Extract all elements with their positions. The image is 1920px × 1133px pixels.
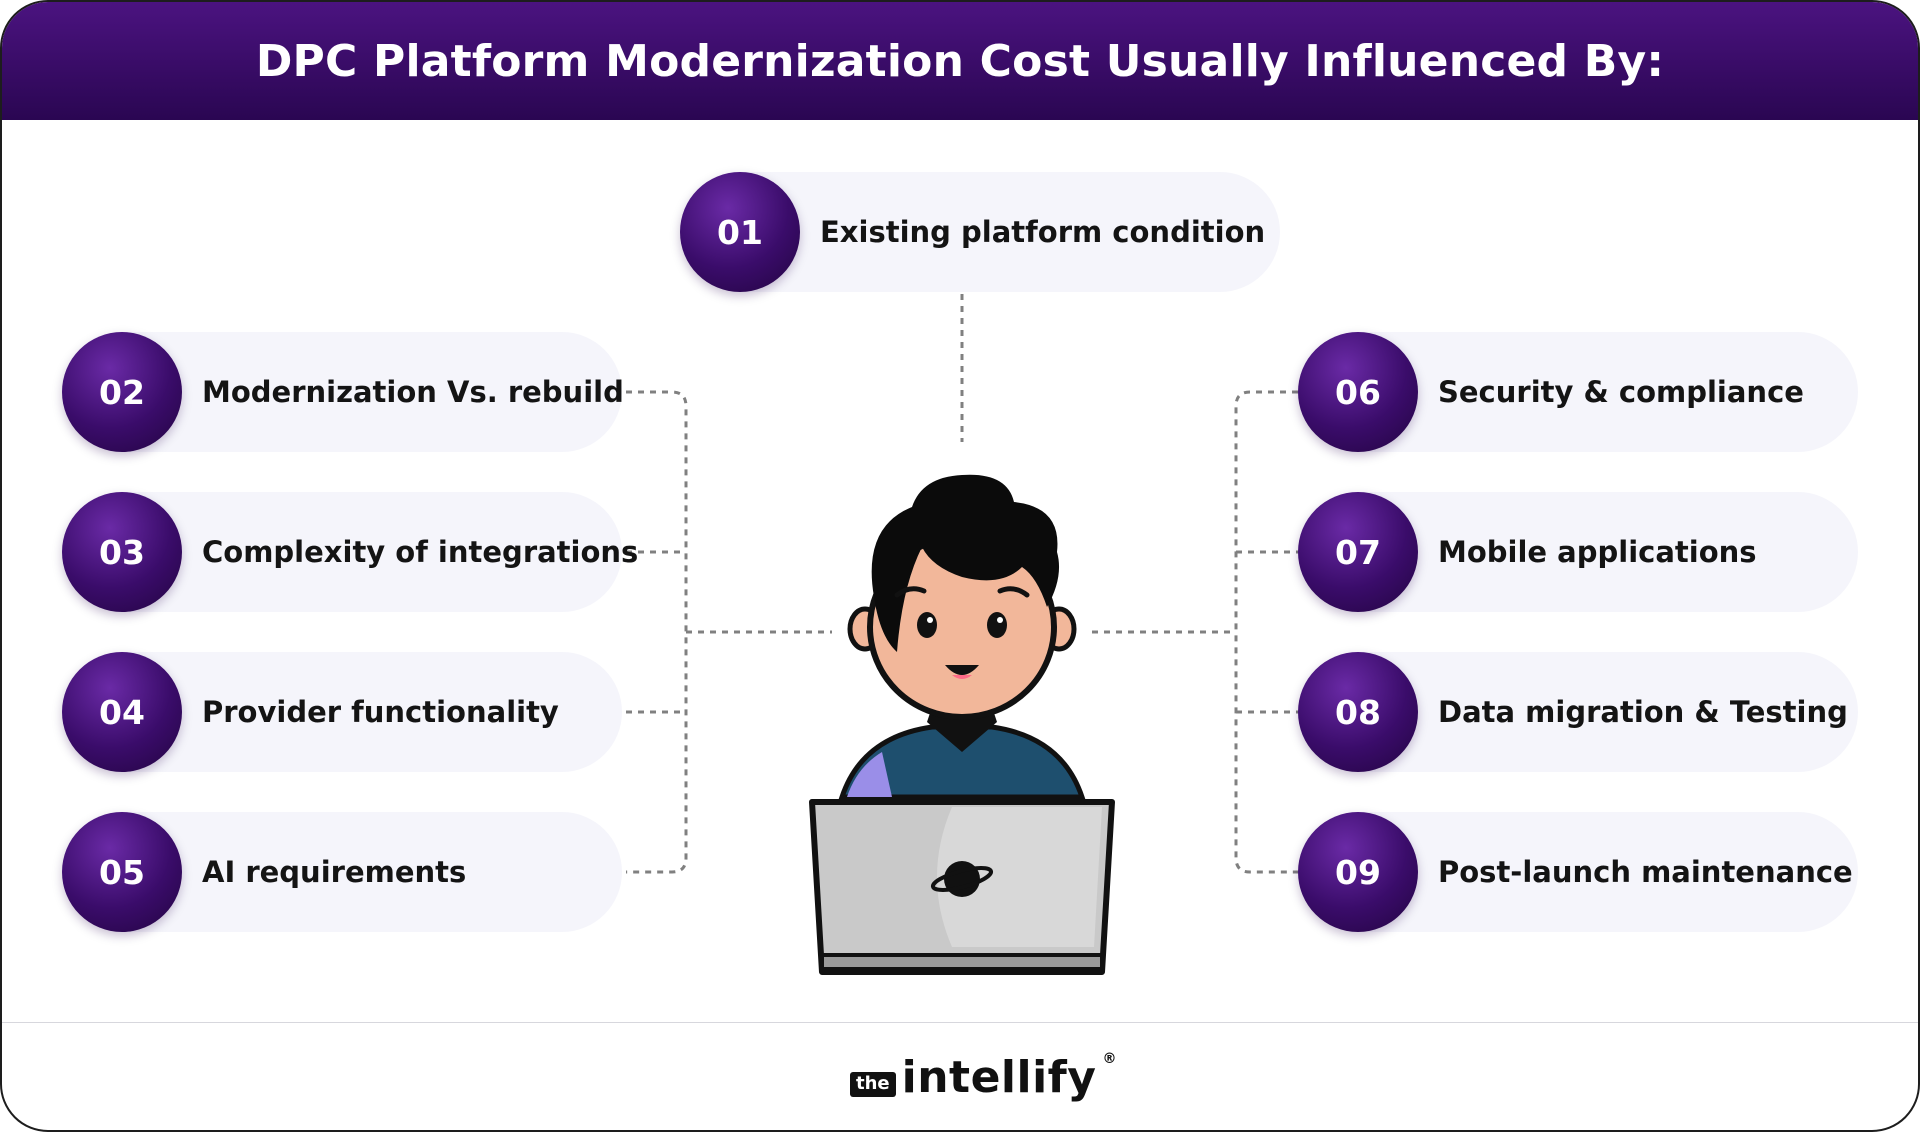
factor-label: Modernization Vs. rebuild [202,375,624,409]
factor-label: Data migration & Testing [1438,695,1848,729]
connector-left-bracket [626,390,688,874]
factor-item-02: 02 Modernization Vs. rebuild [62,332,624,452]
logo-wordmark: intellify [901,1051,1097,1103]
factor-label: Security & compliance [1438,375,1804,409]
factor-label: Mobile applications [1438,535,1757,569]
footer-divider [2,1022,1918,1023]
factor-badge: 06 [1298,332,1418,452]
factor-badge: 03 [62,492,182,612]
factor-item-07: 07 Mobile applications [1298,492,1858,612]
factor-badge: 04 [62,652,182,772]
factor-label: Existing platform condition [820,215,1266,249]
factor-item-06: 06 Security & compliance [1298,332,1858,452]
factor-item-09: 09 Post-launch maintenance [1298,812,1858,932]
factor-item-04: 04 Provider functionality [62,652,622,772]
person-at-laptop-icon [809,474,1115,975]
factor-label: Complexity of integrations [202,535,639,569]
factor-item-05: 05 AI requirements [62,812,622,932]
factor-badge: 02 [62,332,182,452]
factor-item-01: 01 Existing platform condition [680,172,1280,292]
page-title: DPC Platform Modernization Cost Usually … [255,35,1665,87]
registered-mark: ® [1102,1051,1117,1067]
factor-badge: 09 [1298,812,1418,932]
header-banner: DPC Platform Modernization Cost Usually … [2,2,1918,120]
factor-badge: 07 [1298,492,1418,612]
factor-label: Post-launch maintenance [1438,855,1853,889]
factor-item-03: 03 Complexity of integrations [62,492,638,612]
connector-right-bracket [1234,390,1298,874]
factor-badge: 01 [680,172,800,292]
factor-item-08: 08 Data migration & Testing [1298,652,1858,772]
brand-logo: the intellify ® [850,1047,1117,1107]
factor-label: Provider functionality [202,695,559,729]
factor-badge: 05 [62,812,182,932]
factor-badge: 08 [1298,652,1418,772]
factor-label: AI requirements [202,855,467,889]
logo-prefix: the [850,1071,896,1097]
